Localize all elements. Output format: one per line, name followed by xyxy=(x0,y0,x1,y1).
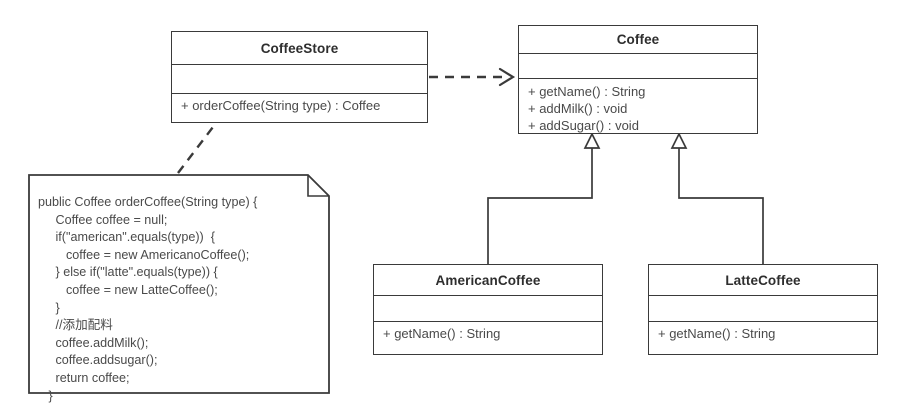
code-note-ordercoffee[interactable]: public Coffee orderCoffee(String type) {… xyxy=(28,174,330,403)
generalization-americancoffee-coffee xyxy=(487,132,601,264)
code-line: } xyxy=(38,388,53,403)
code-line: coffee.addsugar(); xyxy=(38,353,158,368)
operation-row: + getName() : String xyxy=(528,84,646,100)
class-attributes-coffee xyxy=(519,54,757,80)
code-line: } else if("latte".equals(type)) { xyxy=(38,265,218,280)
code-line: //添加配料 xyxy=(38,318,113,333)
operation-row: + addSugar() : void xyxy=(528,118,639,133)
code-line: coffee.addMilk(); xyxy=(38,335,149,350)
code-line: coffee = new AmericanoCoffee(); xyxy=(38,247,250,262)
generalization-lattecoffee-coffee xyxy=(670,132,764,264)
class-attributes-americancoffee xyxy=(374,296,602,322)
class-operations-americancoffee: + getName() : String xyxy=(374,322,602,344)
class-name-coffeestore: CoffeeStore xyxy=(172,32,427,65)
class-name-americancoffee: AmericanCoffee xyxy=(374,265,602,296)
class-name-coffee: Coffee xyxy=(519,26,757,55)
code-line: return coffee; xyxy=(38,370,130,385)
note-anchor-coffeestore xyxy=(177,126,214,174)
class-box-americancoffee[interactable]: AmericanCoffee + getName() : String xyxy=(373,264,603,355)
code-line: public Coffee orderCoffee(String type) { xyxy=(38,195,258,209)
code-line: if("american".equals(type)) { xyxy=(38,230,215,245)
class-box-lattecoffee[interactable]: LatteCoffee + getName() : String xyxy=(648,264,878,355)
operation-row: + getName() : String xyxy=(658,326,776,341)
class-box-coffee[interactable]: Coffee + getName() : String + addMilk() … xyxy=(518,25,758,134)
class-operations-coffee: + getName() : String + addMilk() : void … xyxy=(519,79,757,133)
code-line: Coffee coffee = null; xyxy=(38,212,168,227)
dependency-coffeestore-coffee xyxy=(429,67,516,87)
note-shape xyxy=(28,174,330,394)
code-line: } xyxy=(38,300,60,315)
class-box-coffeestore[interactable]: CoffeeStore + orderCoffee(String type) :… xyxy=(171,31,428,123)
class-attributes-coffeestore xyxy=(172,65,427,94)
code-line: coffee = new LatteCoffee(); xyxy=(38,282,218,297)
class-operations-coffeestore: + orderCoffee(String type) : Coffee xyxy=(172,94,427,116)
class-operations-lattecoffee: + getName() : String xyxy=(649,322,877,344)
note-code-block: public Coffee orderCoffee(String type) {… xyxy=(28,174,330,413)
operation-row: + getName() : String xyxy=(383,326,501,341)
class-name-lattecoffee: LatteCoffee xyxy=(649,265,877,296)
class-attributes-lattecoffee xyxy=(649,296,877,322)
operation-row: + addMilk() : void xyxy=(528,101,628,117)
operation-row: + orderCoffee(String type) : Coffee xyxy=(181,98,381,113)
